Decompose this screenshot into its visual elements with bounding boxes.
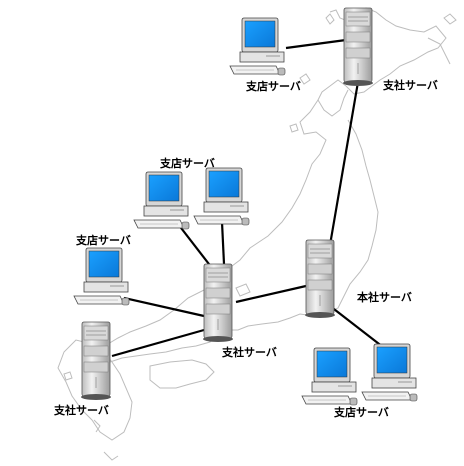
link-north-store-to-north-office	[285, 38, 347, 50]
label-branch-office-north: 支社サーバ	[383, 79, 438, 92]
link-central-store-a-to-central-office	[177, 223, 213, 269]
client-pc-central-store-a[interactable]	[133, 171, 190, 230]
client-pc-hq-store-b[interactable]	[361, 343, 418, 402]
label-branch-office-central: 支社サーバ	[222, 346, 277, 359]
link-north-office-to-hq	[328, 81, 360, 246]
branch-office-server-west[interactable]	[80, 321, 112, 401]
branch-office-server-north[interactable]	[342, 7, 374, 87]
link-central-store-b-to-central-office	[220, 221, 226, 265]
label-branch-store-hq: 支店サーバ	[334, 406, 389, 419]
client-pc-north-store[interactable]	[229, 17, 286, 76]
label-branch-office-west: 支社サーバ	[54, 404, 109, 417]
link-central-office-to-hq	[235, 284, 307, 304]
japan-map	[57, 7, 457, 461]
label-branch-store-north: 支店サーバ	[246, 80, 301, 93]
branch-office-server-central[interactable]	[202, 263, 234, 343]
label-hq-server: 本社サーバ	[357, 291, 412, 304]
client-pc-west-store[interactable]	[73, 247, 130, 306]
hq-server[interactable]	[304, 239, 336, 319]
label-branch-store-west: 支店サーバ	[76, 234, 131, 247]
client-pc-hq-store-a[interactable]	[301, 347, 358, 406]
client-pc-central-store-b[interactable]	[193, 167, 250, 226]
label-branch-store-central: 支店サーバ	[160, 157, 215, 170]
link-west-store-to-central-office	[123, 296, 205, 318]
link-central-office-to-west-office	[111, 328, 205, 358]
